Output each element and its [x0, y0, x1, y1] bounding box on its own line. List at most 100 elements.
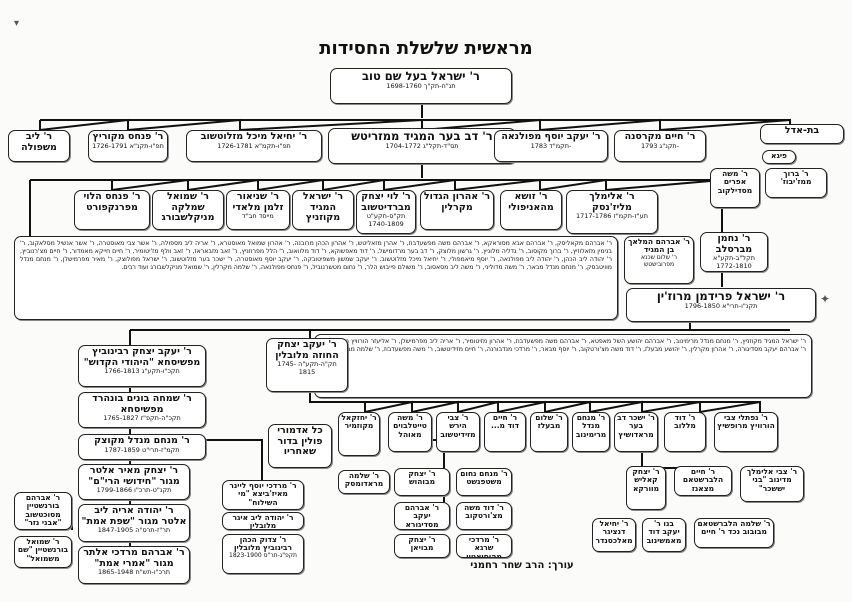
node-yehudi[interactable]: ר' יעקב יצחק רבינוביץ מפשיסחא "היהודי הק… [78, 345, 206, 387]
node-name: ר' אברהם בורנשטיין מסוכטשוב "אבני נזר" [24, 493, 62, 528]
node-yaakov-yosef[interactable]: ר' יעקב יוסף מפולנאה -תקמ"ד 1783 [494, 130, 608, 162]
node-name: בת-אדל [784, 125, 820, 136]
node-name: כל אדמורי פולין בדור שאחריו [277, 425, 323, 458]
node-simcha-bunim[interactable]: ר' שמחה בונים בונהרד מפשיסחא תקכ"ה-תקפ"ז… [78, 392, 206, 428]
node-aharon-karlin[interactable]: ר' אהרון הגדול מקרלין [420, 190, 494, 230]
node-shneur-zalman[interactable]: ר' שניאור זלמן מלאדי מייסד חב"ד [226, 190, 290, 230]
node-kotzk[interactable]: ר' מנחם מנדל מקוצק תקמ"ז-תרי"ט 1787-1859 [78, 434, 206, 460]
node-levi-yitzchak[interactable]: ר' לוי יצחק מברדיטשוב תק"ס-תקע"ט 1740-18… [356, 190, 416, 234]
node-name: ר' יהודה אריה ליב אלטר מגור "שפת אמת" [81, 505, 187, 527]
node-name: ר' יחזקאל מקוזמיר [341, 413, 377, 431]
node-yisrael-koznitz[interactable]: ר' ישראל המגיד מקוזניץ [292, 190, 354, 230]
node-name: ר' שלמה מראדומסק [344, 471, 384, 489]
node-avraham-malach[interactable]: ר' אברהם המלאך בן המגיד ר' שלום שכנא מפר… [624, 236, 694, 284]
node-zusha[interactable]: ר' זושא מהאניפולי [500, 190, 562, 230]
node-gur-1[interactable]: ר' יצחק מאיר אלטר מגור "חידושי הרי"ם" תק… [78, 464, 190, 500]
node-menachem-mendel[interactable]: ר' מנחם מנדל מרימינוב [572, 412, 610, 452]
node-name: בנו ר' יעקב דוד מאמשינוב [646, 519, 682, 545]
node-dates: תקנ"ו-תרי"א 1796-1850 [684, 301, 758, 310]
node-name: ר' דוד משה מצ'ורטקוב [464, 503, 504, 521]
node-bat-adel[interactable]: בת-אדל [760, 124, 844, 144]
node-name: ר' חיים דוד מ... [491, 413, 519, 431]
node-shalom-belz[interactable]: ר' שלום מבעלז [530, 412, 568, 452]
node-name: ר' יצחק קאליש מוורקא [632, 467, 660, 493]
node-yitzchak-vorka[interactable]: ר' יצחק קאליש מוורקא [626, 466, 666, 510]
node-mordechai-shraga[interactable]: ר' מרדכי שרגא מהוסיאטין [456, 534, 512, 558]
node-name: ר' צבי אלימלך מדינוב "בני יששכר" [746, 467, 798, 493]
node-dates: תס"ד-תקל"ג 1704-1772 [385, 141, 459, 150]
ruzhin-students-paragraph: ר' ישראל המגיד מקוזניץ, ר' מנחם מנדל מרי… [314, 334, 812, 398]
node-dates: תר"ז-תרס"ה 1847-1905 [97, 526, 171, 535]
node-chaim-krasna[interactable]: ר' חיים מקרסנה -תקנ"ג 1793 [614, 130, 706, 162]
node-name: ר' מנחם נחום משטפנשט [460, 469, 508, 487]
node-moshe-teitelbaum[interactable]: ר' משה טייטלבוים מאוהל [388, 412, 432, 452]
node-yaakov-david[interactable]: בנו ר' יעקב דוד מאמשינוב [642, 518, 686, 552]
node-naftali-ropshitz[interactable]: ר' נפתלי צבי הורוויץ מרופשיץ [714, 412, 778, 452]
node-yechiel-alexander[interactable]: ר' יחיאל דנציגר מאלכסנדר [592, 518, 636, 552]
node-chaim-dov[interactable]: ר' חיים דוד מ... [484, 412, 526, 452]
node-name: ר' נחמן מברסלב [715, 233, 753, 255]
node-dates: תק"ס-תקע"ט 1740-1809 [366, 212, 406, 228]
node-gur-3[interactable]: ר' אברהם מרדכי אלתר מגור "אמרי אמת" תרכ"… [78, 546, 190, 584]
node-nachman[interactable]: ר' נחמן מברסלב תקל"ב-תקע"א 1772-1810 [700, 232, 768, 272]
node-moshe-efraim[interactable]: ר' משה אפרים מסדילקוב [710, 168, 760, 208]
node-name: ר' יעקב יצחק החוזה מלובלין [275, 339, 339, 361]
node-name: ר' ישראל בעל שם טוב [362, 69, 480, 83]
node-name: ר' דב בער המגיד ממזריטש [351, 129, 493, 143]
node-pinchas-koritz[interactable]: ר' פנחס מקוריץ תפ"ו-תקנ"א 1726-1791 [88, 130, 168, 162]
node-baruch[interactable]: ר' ברוך ממז'יבוז' [765, 168, 827, 198]
node-chaim-sanz[interactable]: ר' חיים הלברשטאם מצאנז [674, 466, 732, 496]
editor-credit: עורך: הרב שחר רחמני [470, 560, 574, 571]
node-shmuel-nikolsburg[interactable]: ר' שמואל שמלקה מניקלשבורג [152, 190, 224, 230]
node-menachem-nachum[interactable]: ר' מנחם נחום משטפנשט [456, 468, 512, 496]
node-dates: תנ"ח-תק"ך 1698-1760 [386, 81, 456, 90]
node-dates: תקנ"ט-תרכ"ו 1799-1866 [96, 486, 172, 495]
node-dates: תקל"ב-תקע"א 1772-1810 [713, 254, 755, 270]
node-tzvi-elimelech[interactable]: ר' צבי אלימלך מדינוב "בני יששכר" [740, 466, 804, 502]
node-gur-2[interactable]: ר' יהודה אריה ליב אלטר מגור "שפת אמת" תר… [78, 504, 190, 542]
maggid-students-paragraph: ר' אברהם מקאליסק, ר' אברהם אבא מסוראקא, … [14, 236, 618, 320]
node-tzadok[interactable]: ר' צדוק הכהן רבינוביץ מלובלין תקפ"ג-תר"ס… [222, 534, 304, 574]
node-sochatchov-2[interactable]: ר' שמואל בורנשטיין "שם משמואל" [14, 536, 72, 568]
node-pinchas-halevi[interactable]: ר' פנחס הלוי מפרנקפורט [74, 190, 150, 230]
node-yisachar-dov[interactable]: ר' ישכר דב בער מראדושיץ [614, 412, 658, 452]
node-leib-shpola[interactable]: ר' ליב משפולה [8, 130, 70, 162]
node-yisrael-ruzhin[interactable]: ר' ישראל פרידמן מרוז'ין תקנ"ו-תרי"א 1796… [626, 288, 816, 322]
bird-mark-icon: ✦ [820, 292, 831, 306]
node-dates: תק"ה-תקע"ה 1745-1815 [277, 360, 337, 376]
node-name: ר' יהודה ליב איגר מלובלין [232, 513, 294, 530]
node-david-moshe[interactable]: ר' דוד משה מצ'ורטקוב [456, 502, 512, 530]
node-yitzchak-bohush[interactable]: ר' יצחק מבוהוש [394, 468, 450, 496]
node-dovid-lelov[interactable]: ר' דוד מללוב [664, 412, 706, 452]
node-chozeh[interactable]: ר' יעקב יצחק החוזה מלובלין תק"ה-תקע"ה 17… [266, 338, 348, 392]
node-leiner[interactable]: ר' יהודה ליב איגר מלובלין [222, 512, 304, 530]
node-name: ר' פנחס הלוי מפרנקפורט [83, 191, 141, 213]
node-kol-admorei[interactable]: כל אדמורי פולין בדור שאחריו [268, 424, 332, 468]
node-yitzchak-boyan[interactable]: ר' יצחק מבויאן [394, 534, 450, 558]
node-izhbitz[interactable]: ר' מרדכי יוסף ליינר מאיז'ביצא "מי השילוח… [222, 480, 304, 510]
node-name: ר' יצחק מבויאן [408, 535, 436, 553]
node-name: ר' שמחה בונים בונהרד מפשיסחא [92, 393, 192, 415]
node-name: ר' שמואל שמלקה מניקלשבורג [161, 191, 215, 224]
node-name: ר' יחיאל דנציגר מאלכסנדר [595, 519, 633, 545]
node-name: ר' מנחם מנדל מקוצק [94, 435, 190, 446]
node-maggid[interactable]: ר' דב בער המגיד ממזריטש תס"ד-תקל"ג 1704-… [328, 128, 516, 164]
node-name: ר' אברהם מרדכי אלתר מגור "אמרי אמת" [83, 547, 185, 569]
node-dates: תקכ"ו-תקע"ג 1766-1813 [104, 367, 180, 376]
node-name: ר' ישראל פרידמן מרוז'ין [656, 289, 786, 303]
node-tzvi-zidichov[interactable]: ר' צבי הירש מזידיטשוב [436, 412, 480, 452]
node-shlomo-radomsk[interactable]: ר' שלמה מראדומסק [338, 470, 390, 494]
node-elimelech[interactable]: ר' אלימלך מליז'נסק תע"ז-תקמ"ז 1717-1786 [566, 190, 658, 234]
node-besht[interactable]: ר' ישראל בעל שם טוב תנ"ח-תק"ך 1698-1760 [330, 68, 512, 104]
node-sochatchov-1[interactable]: ר' אברהם בורנשטיין מסוכטשוב "אבני נזר" [14, 492, 72, 530]
node-shlomo-bobov[interactable]: ר' שלמה הלברשטאם מבובוב נכד ר' חיים [694, 518, 774, 548]
node-name: ר' אהרון הגדול מקרלין [423, 191, 491, 213]
node-yechezkel[interactable]: ר' יחזקאל מקוזמיר [338, 412, 380, 456]
node-yaakov-sadigura[interactable]: ר' אברהם יעקב מסדיגורא [394, 502, 450, 530]
node-name: ר' אברהם יעקב מסדיגורא [404, 503, 440, 529]
node-feiga[interactable]: פיגא [762, 150, 796, 164]
node-yechiel-michel[interactable]: ר' יחיאל מיכל מזלוטשוב תפ"ו-תקמ"א 1726-1… [186, 130, 322, 162]
node-name: ר' יחיאל מיכל מזלוטשוב [200, 131, 308, 142]
node-name: ר' פנחס מקוריץ [92, 131, 164, 142]
connector-students-drops [364, 400, 761, 414]
